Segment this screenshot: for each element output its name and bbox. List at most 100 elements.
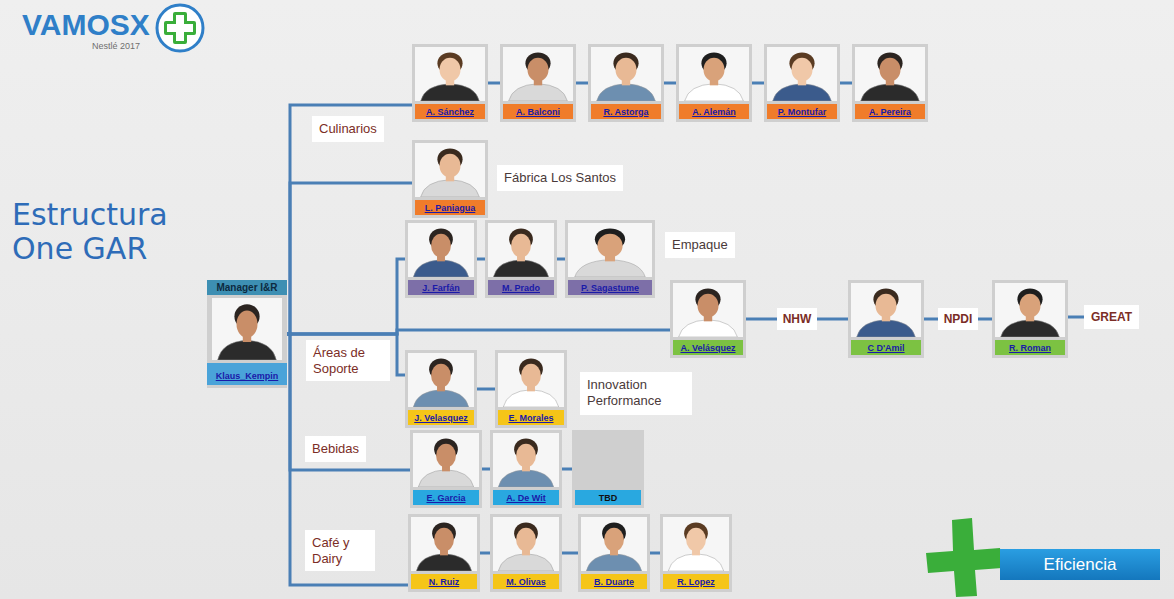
org-connector: [287, 105, 412, 334]
name-band: L. Paniagua: [415, 200, 485, 215]
name-band: A. Pereira: [855, 104, 925, 119]
org-connector: [488, 82, 500, 85]
portrait-photo: [415, 47, 485, 101]
person-name: J. Farfán: [422, 283, 460, 293]
portrait-photo: [995, 283, 1065, 337]
name-band: P. Sagastume: [568, 280, 652, 295]
role-title: Manager I&R: [207, 280, 287, 295]
name-band: P. Montufar: [767, 104, 837, 119]
team-label: Empaque: [672, 237, 728, 253]
org-connector: [287, 334, 408, 585]
person-name: Klaus_Kempin: [216, 371, 279, 381]
connector-label: NHW: [777, 308, 818, 330]
name-band: E. Garcia: [413, 490, 479, 505]
person-name: A. Alemán: [692, 107, 736, 117]
org-connector: [477, 388, 495, 391]
person-card: C D'Amil: [848, 280, 924, 358]
portrait-photo: [498, 353, 564, 407]
area-label: GREAT: [1091, 310, 1132, 324]
org-connector: [664, 82, 676, 85]
portrait-photo: [493, 433, 559, 487]
empty-photo: [575, 433, 641, 487]
org-connector: [287, 259, 405, 334]
name-band: C D'Amil: [851, 340, 921, 355]
name-band: B. Duarte: [581, 574, 647, 589]
value-banner: Eficiencia: [1000, 549, 1160, 580]
category-label: Culinarios: [319, 121, 377, 137]
person-card: E. Morales: [495, 350, 567, 428]
person-card: A. Sánchez: [412, 44, 488, 122]
person-name: TBD: [599, 493, 618, 503]
org-connector: [650, 552, 660, 555]
manager-card: Manager I&R Klaus_Kempin: [207, 280, 287, 388]
photo-frame: [212, 295, 282, 360]
team-label: Fábrica Los Santos: [504, 170, 616, 186]
connector-label: NPDI: [938, 308, 979, 330]
name-band: R. Roman: [995, 340, 1065, 355]
portrait-photo: [503, 47, 573, 101]
org-connector: [287, 334, 410, 470]
category-box: Áreas de Soporte: [306, 340, 390, 381]
category-label: Bebidas: [312, 441, 359, 457]
person-name: A. Sánchez: [426, 107, 474, 117]
person-name: R. Astorga: [603, 107, 648, 117]
area-label-box: GREAT: [1084, 305, 1139, 329]
category-box: Café y Dairy: [305, 530, 375, 571]
portrait-photo: [411, 517, 477, 571]
portrait-photo: [413, 433, 479, 487]
person-name: A. De Wit: [506, 493, 545, 503]
person-card: TBD: [572, 430, 644, 508]
person-name: J. Velasquez: [414, 413, 468, 423]
person-name: B. Duarte: [594, 577, 634, 587]
portrait-photo: [851, 283, 921, 337]
org-connector: [477, 258, 485, 261]
portrait-photo: [415, 143, 485, 197]
person-card: M. Olivas: [490, 514, 562, 592]
name-band: J. Farfán: [408, 280, 474, 295]
name-band: A. De Wit: [493, 490, 559, 505]
org-connector: [840, 82, 852, 85]
portrait-photo: [591, 47, 661, 101]
portrait-photo: [488, 223, 554, 277]
person-name: E. Morales: [508, 413, 553, 423]
person-card: P. Montufar: [764, 44, 840, 122]
person-name: A. Pereira: [869, 107, 911, 117]
person-card: A. Balconi: [500, 44, 576, 122]
name-band: J. Velasquez: [408, 410, 474, 425]
team-label-box: Fábrica Los Santos: [497, 165, 623, 191]
org-connector: [482, 468, 490, 471]
person-name: N. Ruiz: [429, 577, 460, 587]
team-label: Innovation Performance: [587, 377, 685, 410]
org-connector: [562, 468, 572, 471]
person-name: C D'Amil: [867, 343, 904, 353]
name-band: R. Lopez: [663, 574, 729, 589]
person-card: J. Farfán: [405, 220, 477, 298]
person-card: A. Alemán: [676, 44, 752, 122]
portrait-photo: [663, 517, 729, 571]
name-band: Klaus_Kempin: [207, 363, 287, 385]
person-name: A. Velásquez: [680, 343, 735, 353]
org-connector: [480, 552, 490, 555]
person-card: P. Sagastume: [565, 220, 655, 298]
category-box: Bebidas: [305, 436, 366, 462]
org-connector: [557, 258, 565, 261]
person-card: N. Ruiz: [408, 514, 480, 592]
person-name: R. Roman: [1009, 343, 1051, 353]
person-name: M. Prado: [502, 283, 540, 293]
chart-title: Estructura One GAR: [12, 198, 204, 265]
person-card: R. Lopez: [660, 514, 732, 592]
person-name: A. Balconi: [516, 107, 560, 117]
person-name: R. Lopez: [677, 577, 715, 587]
banner-text: Eficiencia: [1044, 555, 1117, 575]
team-label-box: Innovation Performance: [580, 372, 692, 415]
name-band: E. Morales: [498, 410, 564, 425]
person-card: R. Roman: [992, 280, 1068, 358]
name-band: R. Astorga: [591, 104, 661, 119]
portrait-photo: [581, 517, 647, 571]
person-name: M. Olivas: [506, 577, 546, 587]
name-band: A. Velásquez: [673, 340, 743, 355]
portrait-photo: [855, 47, 925, 101]
org-connector: [287, 183, 412, 334]
portrait-photo: [767, 47, 837, 101]
